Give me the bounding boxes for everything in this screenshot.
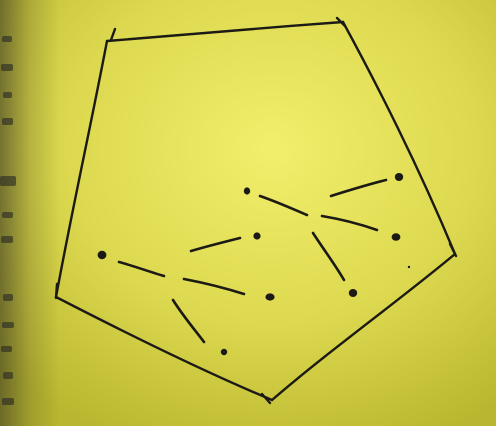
dot <box>349 289 357 297</box>
dot <box>221 349 227 355</box>
dot <box>98 251 107 259</box>
dot <box>408 266 410 268</box>
dot <box>395 173 403 181</box>
dot <box>392 233 401 241</box>
dot <box>253 232 260 239</box>
dot <box>265 293 274 300</box>
dot <box>244 187 250 194</box>
